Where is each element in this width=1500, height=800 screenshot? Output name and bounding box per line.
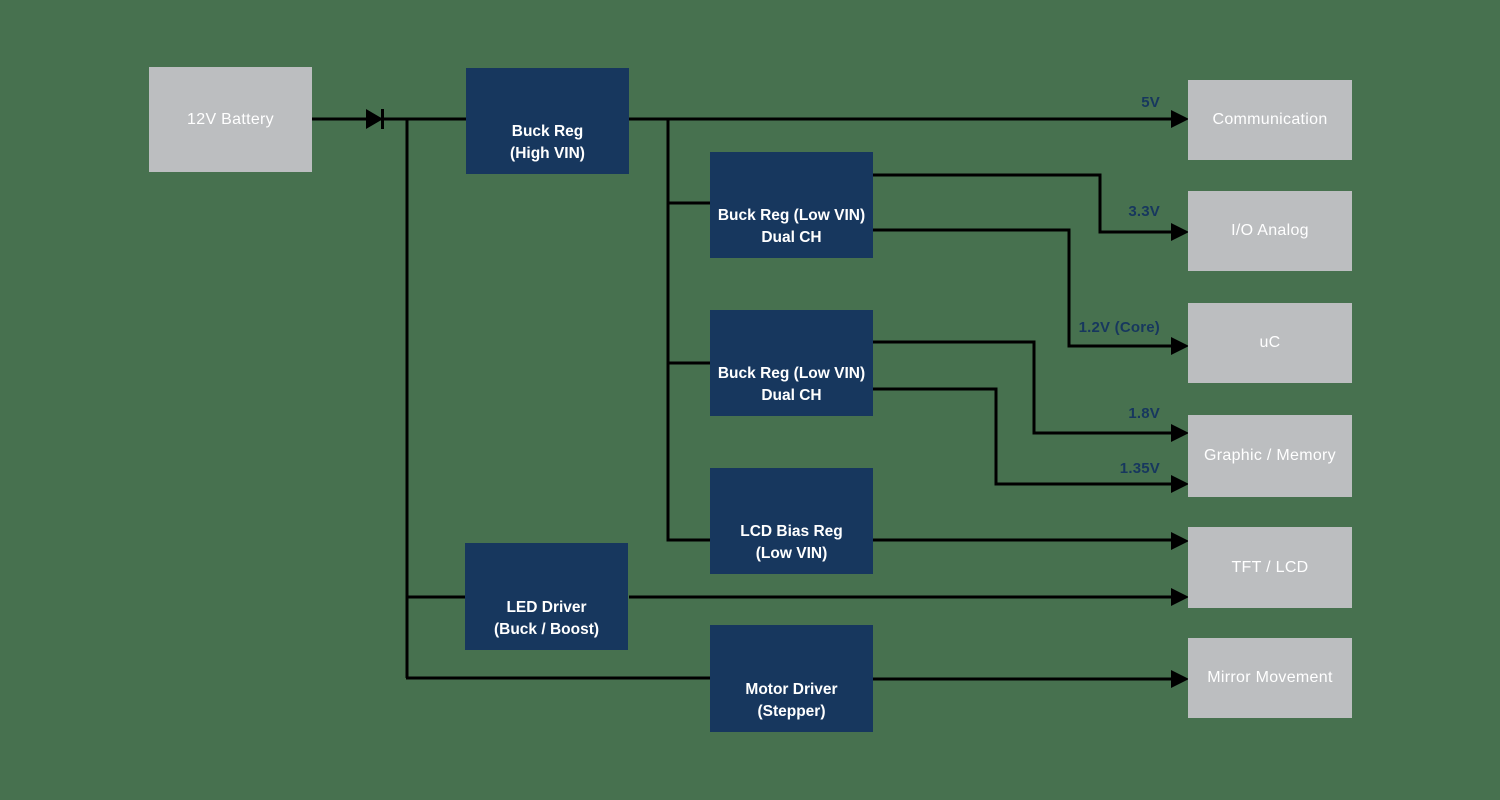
- rail-label-5v: 5V: [1141, 94, 1160, 111]
- diode-icon: [366, 109, 383, 129]
- arrowhead-tft-top: [1171, 532, 1189, 550]
- arrowhead-mirror-movement: [1171, 670, 1189, 688]
- wire-1v8-to-graphic-memory: [872, 340, 1177, 435]
- arrowhead-graphic-memory-1v8: [1171, 424, 1189, 442]
- regulator-buck-reg-low-vin-dual-ch-1: Buck Reg (Low VIN) Dual CH: [710, 152, 873, 258]
- arrowhead-graphic-memory-1v35: [1171, 475, 1189, 493]
- load-mirror-movement-label: Mirror Movement: [1207, 669, 1333, 686]
- regulator-lcd-bias-reg-label: LCD Bias Reg (Low VIN): [740, 523, 843, 563]
- wire-1v35-to-graphic-memory: [872, 387, 1177, 486]
- load-uc-label: uC: [1259, 334, 1281, 351]
- load-graphic-memory-label: Graphic / Memory: [1204, 447, 1336, 464]
- wire-intermediate-bus: [666, 119, 715, 542]
- rail-label-1v35: 1.35V: [1119, 460, 1160, 477]
- regulator-buck-reg-high-vin-label: Buck Reg (High VIN): [510, 123, 585, 163]
- regulator-led-driver-label: LED Driver (Buck / Boost): [493, 598, 600, 638]
- load-io-analog: I/O Analog: [1188, 191, 1352, 271]
- regulator-buck-reg-low-vin-dual-ch-2-label: Buck Reg (Low VIN) Dual CH: [717, 365, 866, 405]
- regulator-motor-driver: Motor Driver (Stepper): [710, 625, 873, 732]
- regulator-buck-reg-low-vin-dual-ch-1-label: Buck Reg (Low VIN) Dual CH: [717, 207, 866, 247]
- node-12v-battery-label: 12V Battery: [187, 110, 274, 128]
- arrowhead-communication: [1171, 110, 1189, 128]
- diode-bar: [381, 109, 384, 129]
- node-12v-battery: 12V Battery: [149, 67, 312, 172]
- load-graphic-memory: Graphic / Memory: [1188, 415, 1352, 497]
- rail-label-1v8: 1.8V: [1128, 405, 1160, 422]
- wire-3v3-to-io-analog: [872, 173, 1177, 234]
- arrowhead-tft-bottom: [1171, 588, 1189, 606]
- regulator-lcd-bias-reg: LCD Bias Reg (Low VIN): [710, 468, 873, 574]
- regulator-motor-driver-label: Motor Driver (Stepper): [745, 680, 838, 720]
- load-uc: uC: [1188, 303, 1352, 383]
- load-communication: Communication: [1188, 80, 1352, 160]
- regulator-buck-reg-high-vin: Buck Reg (High VIN): [466, 68, 629, 174]
- load-tft-lcd: TFT / LCD: [1188, 527, 1352, 608]
- load-mirror-movement: Mirror Movement: [1188, 638, 1352, 718]
- arrowhead-io-analog: [1171, 223, 1189, 241]
- rail-label-1v2-core: 1.2V (Core): [1078, 319, 1160, 336]
- load-tft-lcd-label: TFT / LCD: [1231, 558, 1309, 576]
- rail-label-3v3: 3.3V: [1128, 203, 1160, 220]
- regulator-led-driver: LED Driver (Buck / Boost): [465, 543, 628, 650]
- arrowhead-uc: [1171, 337, 1189, 355]
- wire-1v2-to-uc: [872, 228, 1177, 348]
- load-communication-label: Communication: [1212, 111, 1328, 128]
- regulator-buck-reg-low-vin-dual-ch-2: Buck Reg (Low VIN) Dual CH: [710, 310, 873, 416]
- load-io-analog-label: I/O Analog: [1231, 222, 1309, 239]
